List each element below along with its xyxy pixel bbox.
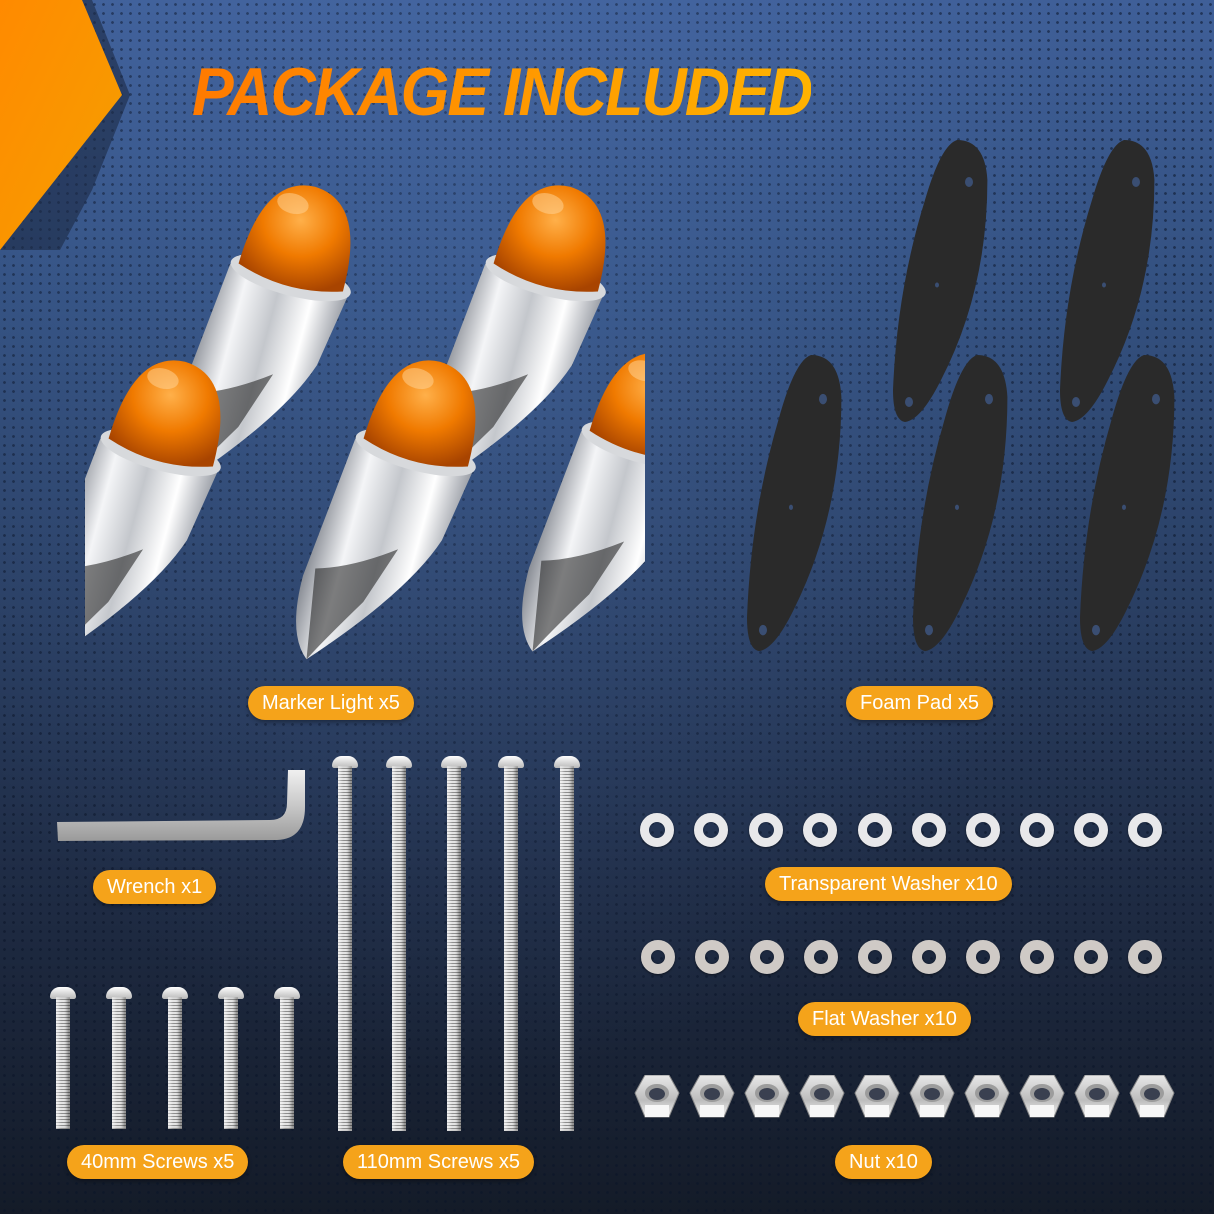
flat-washer	[750, 940, 784, 974]
foam-pads-group	[747, 140, 1175, 652]
label-wrench: Wrench x1	[93, 870, 217, 904]
transparent-washer	[694, 813, 728, 847]
label-40mm-screws: 40mm Screws x5	[67, 1145, 249, 1179]
foam-pad-3	[747, 355, 842, 652]
corner-chevron-decoration	[0, 0, 130, 250]
transparent-washer	[858, 813, 892, 847]
transparent-washer	[966, 813, 1000, 847]
nuts-row	[634, 1075, 1175, 1118]
transparent-washer	[749, 813, 783, 847]
flat-washer	[1128, 940, 1162, 974]
flat-washer	[858, 940, 892, 974]
label-flat-washer: Flat Washer x10	[798, 1002, 971, 1036]
transparent-washer	[803, 813, 837, 847]
marker-lights-group	[85, 166, 645, 660]
label-nut: Nut x10	[835, 1145, 932, 1179]
flat-washer	[912, 940, 946, 974]
label-marker-light: Marker Light x5	[248, 686, 414, 720]
transparent-washer	[912, 813, 946, 847]
transparent-washer	[1128, 813, 1162, 847]
flat-washer	[966, 940, 1000, 974]
flat-washer	[804, 940, 838, 974]
flat-washer	[641, 940, 675, 974]
flat-washer	[695, 940, 729, 974]
label-foam-pad: Foam Pad x5	[846, 686, 993, 720]
transparent-washer	[1020, 813, 1054, 847]
transparent-washer	[1074, 813, 1108, 847]
flat-washer	[1074, 940, 1108, 974]
marker-light-4	[282, 341, 500, 660]
label-transparent-washer: Transparent Washer x10	[765, 867, 1012, 901]
wrench-icon	[57, 770, 305, 841]
label-110mm-screws: 110mm Screws x5	[343, 1145, 535, 1179]
page-title: PACKAGE INCLUDED	[192, 54, 813, 130]
transparent-washer	[640, 813, 674, 847]
flat-washer	[1020, 940, 1054, 974]
